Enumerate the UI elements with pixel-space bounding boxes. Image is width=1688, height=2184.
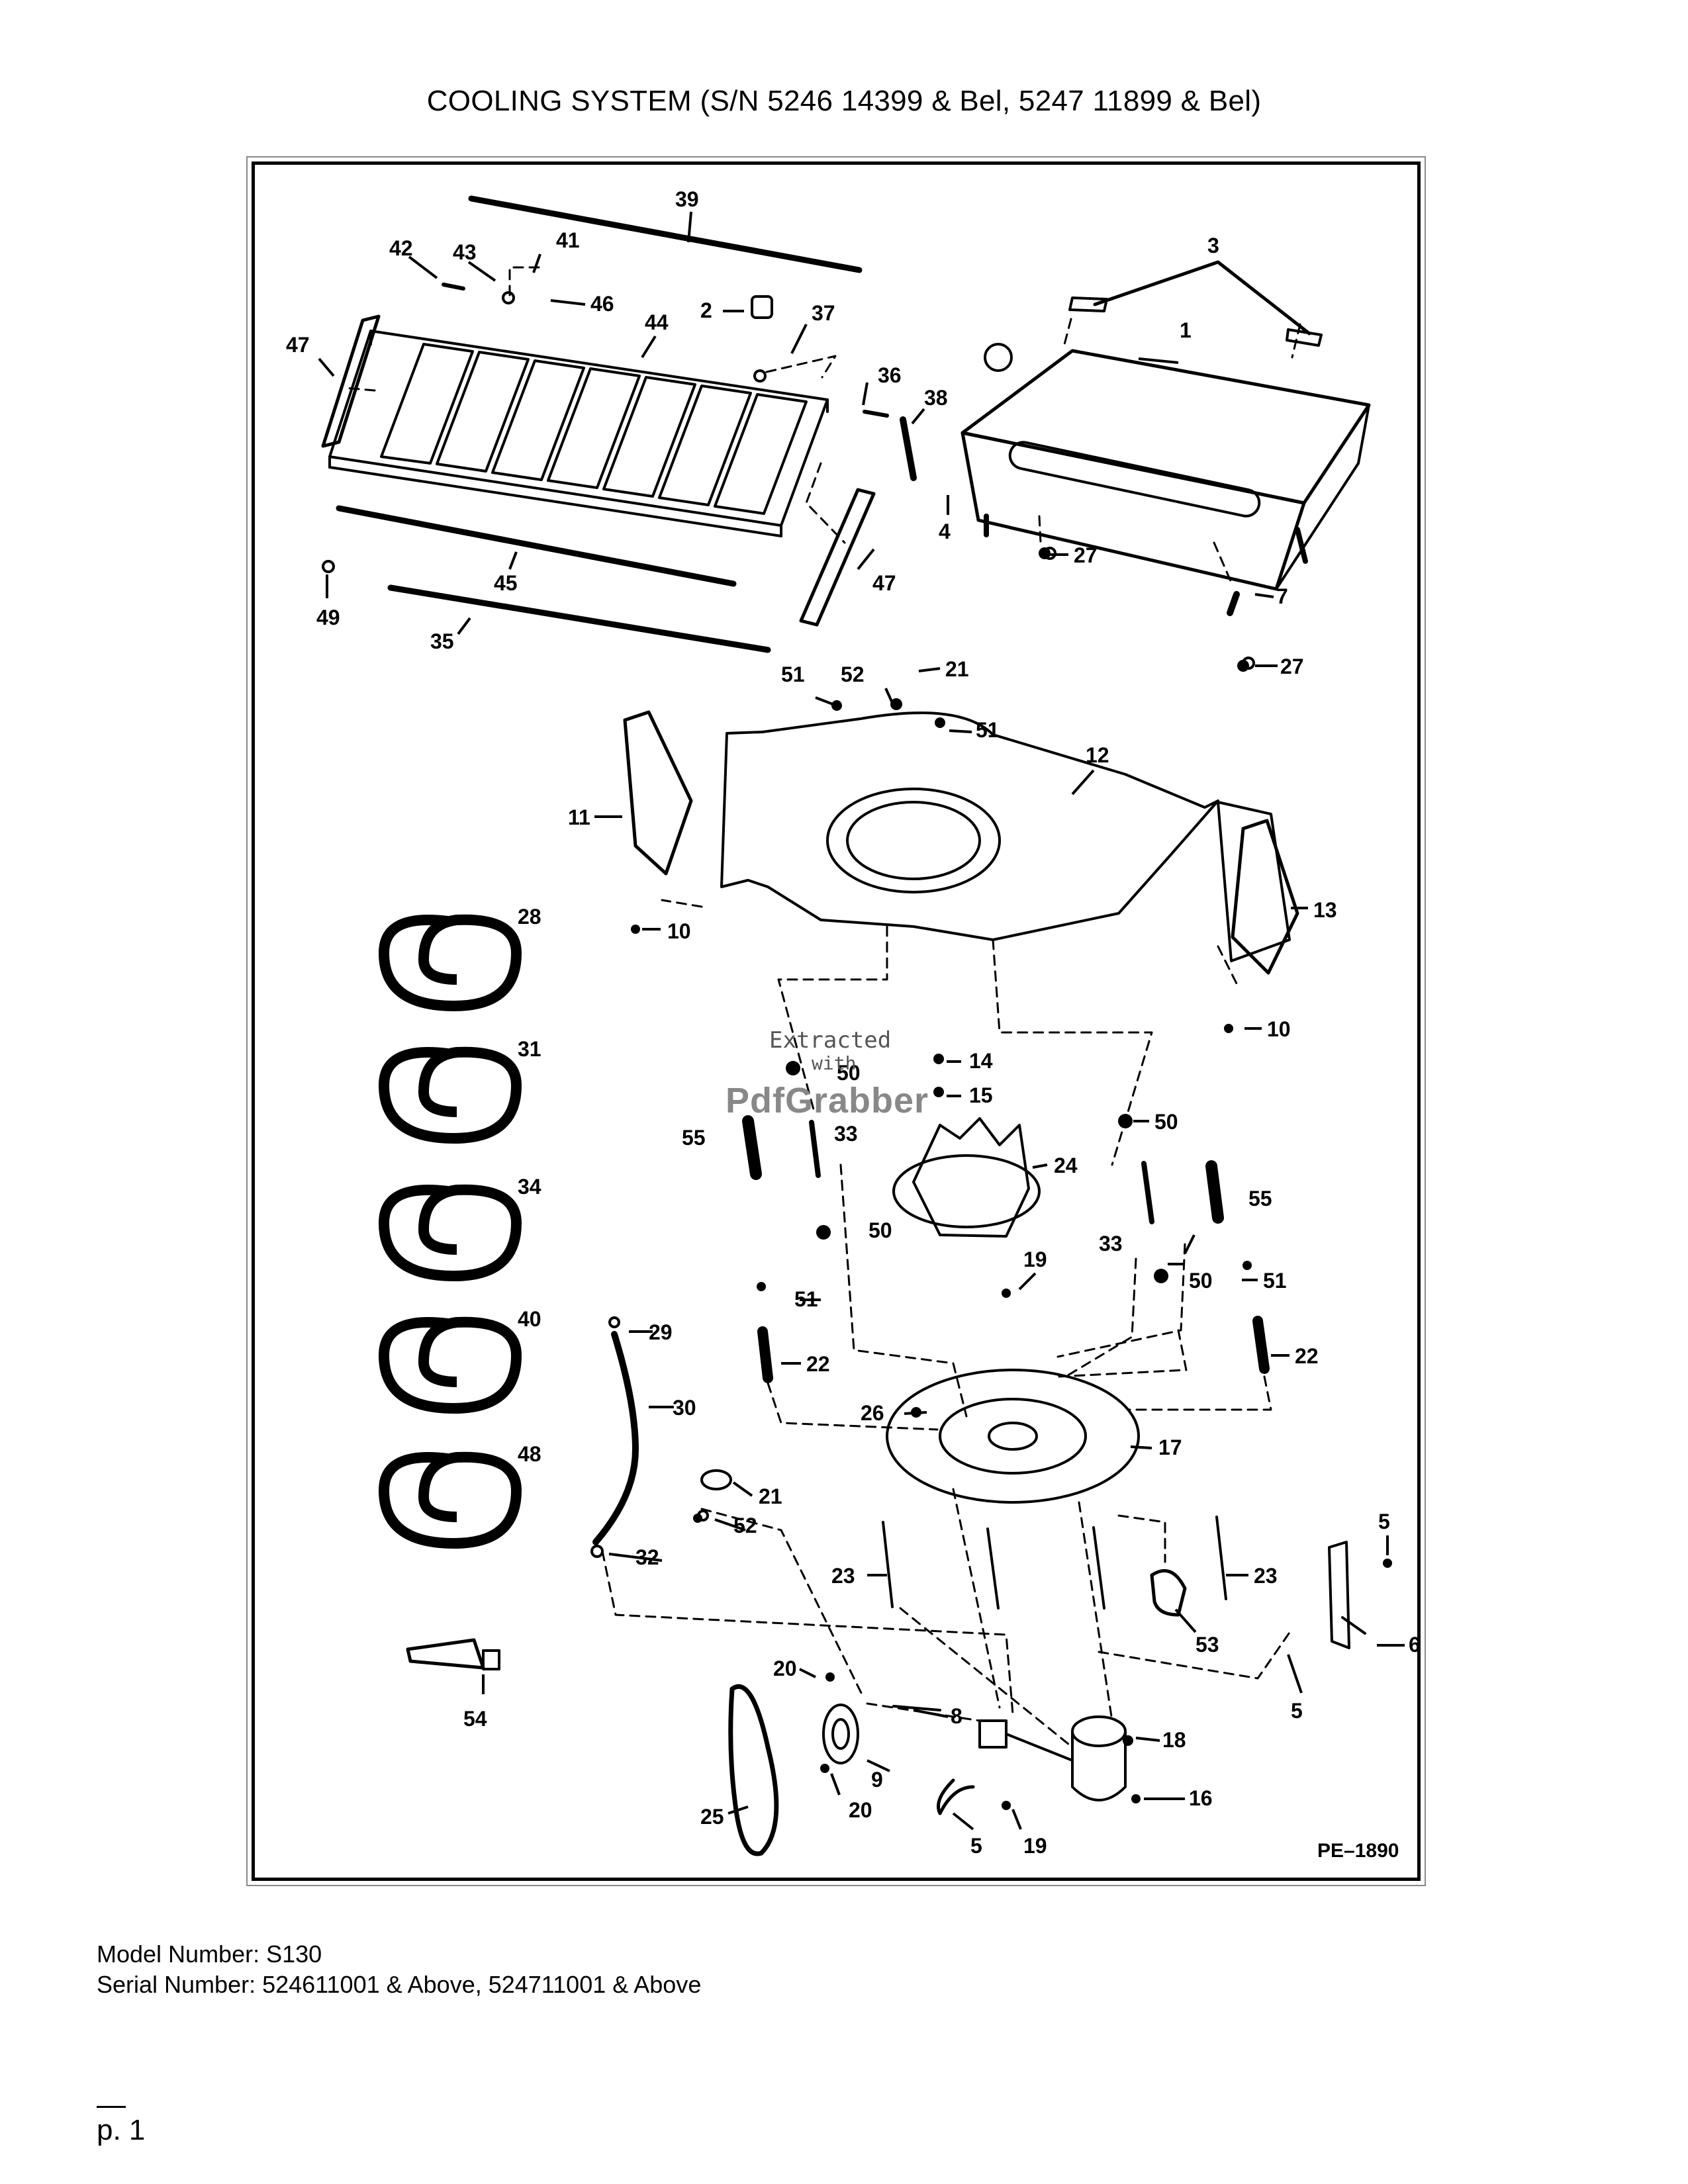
callout-24: 24 — [1054, 1154, 1078, 1177]
callout-53: 53 — [1196, 1633, 1219, 1657]
callout-30: 30 — [673, 1396, 696, 1420]
callout-15: 15 — [969, 1083, 993, 1107]
callout-21-b: 21 — [759, 1484, 782, 1508]
diagram-frame-outer — [246, 156, 1426, 1886]
callout-1: 1 — [1180, 318, 1192, 342]
callout-25: 25 — [700, 1805, 724, 1829]
callout-50-a: 50 — [837, 1061, 861, 1085]
callout-28: 28 — [518, 905, 541, 929]
watermark-extracted: Extracted — [769, 1027, 892, 1054]
callout-42: 42 — [389, 236, 413, 260]
callout-3: 3 — [1207, 234, 1219, 257]
callout-10-a: 10 — [667, 919, 691, 943]
page-divider — [97, 2106, 126, 2108]
hose-coil-40 — [378, 1316, 522, 1414]
callout-50-b: 50 — [1154, 1110, 1178, 1134]
callout-22-a: 22 — [806, 1352, 830, 1376]
callout-40: 40 — [518, 1307, 541, 1331]
callout-45: 45 — [494, 571, 518, 595]
callout-55-a: 55 — [682, 1126, 706, 1150]
diagram-frame — [252, 161, 1421, 1881]
hose-coil-48 — [378, 1451, 522, 1549]
callout-33-a: 33 — [834, 1122, 858, 1146]
callout-6: 6 — [1409, 1633, 1421, 1657]
callout-21-a: 21 — [945, 657, 969, 681]
callout-43: 43 — [453, 240, 477, 264]
callout-39: 39 — [675, 187, 699, 211]
callout-18: 18 — [1162, 1728, 1186, 1752]
callout-20-b: 20 — [849, 1798, 872, 1822]
callout-16: 16 — [1189, 1786, 1213, 1810]
callout-48: 48 — [518, 1442, 541, 1466]
model-number: Model Number: S130 — [97, 1940, 322, 1968]
callout-44: 44 — [645, 310, 669, 334]
callout-32: 32 — [635, 1545, 659, 1569]
callout-47-right: 47 — [872, 571, 896, 595]
callout-36: 36 — [878, 363, 902, 387]
callout-34: 34 — [518, 1175, 541, 1199]
hose-coil-31 — [378, 1046, 522, 1144]
callout-5-b: 5 — [1291, 1699, 1303, 1723]
callout-4: 4 — [939, 520, 951, 543]
callout-9: 9 — [871, 1768, 883, 1792]
callout-23-a: 23 — [831, 1564, 855, 1588]
callout-50-d: 50 — [1189, 1269, 1213, 1293]
callout-5-c: 5 — [970, 1834, 982, 1858]
page-title: COOLING SYSTEM (S/N 5246 14399 & Bel, 52… — [426, 85, 1262, 117]
callout-51-c: 51 — [1263, 1269, 1287, 1293]
callout-41: 41 — [556, 228, 580, 252]
callout-20-a: 20 — [773, 1657, 797, 1680]
page-number: p. 1 — [97, 2114, 146, 2146]
callout-11: 11 — [568, 805, 590, 829]
callout-55-b: 55 — [1248, 1187, 1272, 1210]
hose-coil-28 — [378, 914, 522, 1012]
callout-51-b: 51 — [976, 718, 1000, 742]
callout-17: 17 — [1158, 1435, 1182, 1459]
callout-37: 37 — [812, 301, 835, 325]
callout-31: 31 — [518, 1037, 541, 1061]
callout-14: 14 — [969, 1049, 993, 1073]
callout-52-a: 52 — [841, 662, 865, 686]
callout-50-c: 50 — [868, 1218, 892, 1242]
callout-8: 8 — [951, 1704, 962, 1728]
callout-7: 7 — [1276, 584, 1288, 608]
callout-51-a: 51 — [781, 662, 805, 686]
callout-29: 29 — [649, 1320, 673, 1344]
serial-number: Serial Number: 524611001 & Above, 524711… — [97, 1971, 702, 1998]
callout-23-b: 23 — [1254, 1564, 1278, 1588]
callout-26: 26 — [861, 1401, 884, 1425]
callout-54: 54 — [463, 1707, 487, 1731]
callout-47-left: 47 — [286, 333, 310, 357]
callout-33-b: 33 — [1099, 1232, 1123, 1255]
callout-5-a: 5 — [1378, 1510, 1390, 1533]
callout-22-b: 22 — [1295, 1344, 1319, 1368]
callout-19-b: 19 — [1023, 1834, 1047, 1858]
callout-2: 2 — [700, 298, 712, 322]
drawing-code: PE–1890 — [1317, 1840, 1399, 1862]
watermark-with: with — [812, 1052, 857, 1074]
callout-35: 35 — [430, 629, 454, 653]
hose-coil-34 — [378, 1184, 522, 1282]
callout-27-lower: 27 — [1280, 655, 1304, 678]
watermark-brand: PdfGrabber — [726, 1081, 929, 1120]
callout-38: 38 — [924, 386, 948, 410]
callout-12: 12 — [1086, 743, 1109, 767]
callout-52-b: 52 — [733, 1514, 757, 1537]
callout-51-d: 51 — [794, 1287, 818, 1311]
callout-46: 46 — [590, 292, 614, 316]
callout-13: 13 — [1313, 898, 1337, 922]
callout-10-b: 10 — [1267, 1017, 1291, 1041]
callout-27-upper: 27 — [1074, 543, 1098, 567]
callout-19-a: 19 — [1023, 1248, 1047, 1271]
callout-49: 49 — [316, 606, 340, 629]
